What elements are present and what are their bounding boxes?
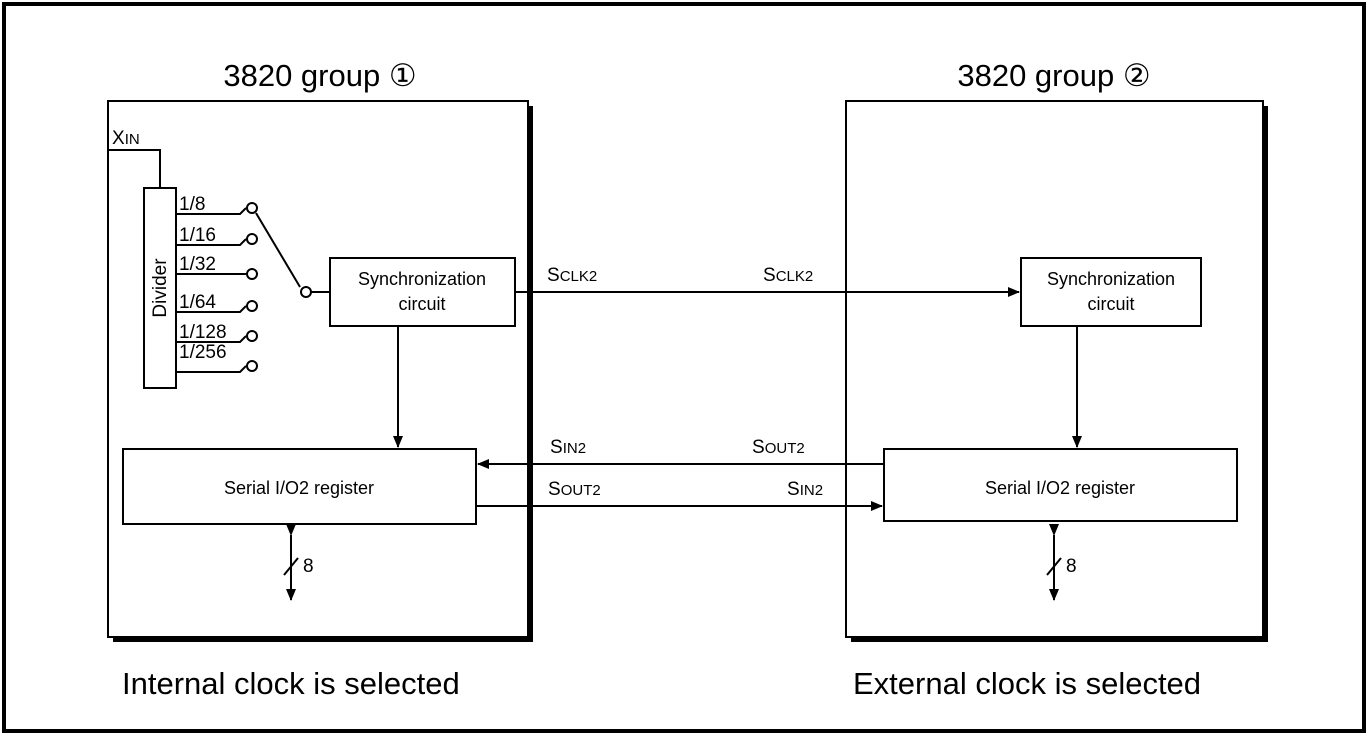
left-register-box <box>122 448 477 525</box>
left-chip-box <box>107 100 533 642</box>
right-bus-width: 8 <box>1066 556 1077 577</box>
left-caption: Internal clock is selected <box>122 666 460 701</box>
left-register-label: Serial I/O2 register <box>224 478 374 498</box>
svg-text:1/256: 1/256 <box>179 342 227 363</box>
svg-text:1/8: 1/8 <box>179 194 205 215</box>
divider-label: Divider <box>150 258 171 318</box>
right-sync-circuit-label-2: circuit <box>1087 294 1134 314</box>
sout2-left-label: SOUT2 <box>548 479 601 500</box>
sin2-right-label: SIN2 <box>787 479 823 500</box>
sout2-right-label: SOUT2 <box>752 437 805 458</box>
sin2-left-label: SIN2 <box>550 437 586 458</box>
left-sync-circuit-label-2: circuit <box>398 294 445 314</box>
right-sync-circuit-box <box>1020 257 1202 327</box>
right-register-box <box>883 448 1238 522</box>
svg-text:1/64: 1/64 <box>179 292 216 313</box>
sclk2-left-label: SCLK2 <box>547 265 597 286</box>
divider-output-1-128: 1/128 <box>176 322 258 343</box>
divider-output-1-256: 1/256 <box>176 342 258 373</box>
xin-line <box>108 149 161 188</box>
svg-text:1/16: 1/16 <box>179 225 216 246</box>
left-bus-width: 8 <box>303 556 314 577</box>
xin-label: XIN <box>112 128 140 149</box>
left-sync-circuit-box <box>329 257 516 327</box>
divider-block <box>143 187 177 389</box>
svg-text:1/128: 1/128 <box>179 322 227 343</box>
divider-output-1-16: 1/16 <box>176 225 258 246</box>
right-data-bus <box>1046 524 1062 601</box>
sclk2-right-label: SCLK2 <box>763 265 813 286</box>
right-register-label: Serial I/O2 register <box>985 478 1135 498</box>
left-sync-circuit-label: Synchronization <box>358 269 486 289</box>
left-data-bus <box>283 524 299 601</box>
right-caption: External clock is selected <box>853 666 1201 701</box>
divider-output-1-32: 1/32 <box>176 254 258 280</box>
divider-output-1-64: 1/64 <box>176 292 258 313</box>
right-sync-circuit-label: Synchronization <box>1047 269 1175 289</box>
svg-text:1/32: 1/32 <box>179 254 216 275</box>
clock-selector-switch <box>255 212 330 298</box>
divider-output-1-8: 1/8 <box>176 194 258 215</box>
right-chip-box <box>845 100 1268 642</box>
left-chip-title: 3820 group ① <box>223 58 416 93</box>
right-chip-title: 3820 group ② <box>957 58 1150 93</box>
